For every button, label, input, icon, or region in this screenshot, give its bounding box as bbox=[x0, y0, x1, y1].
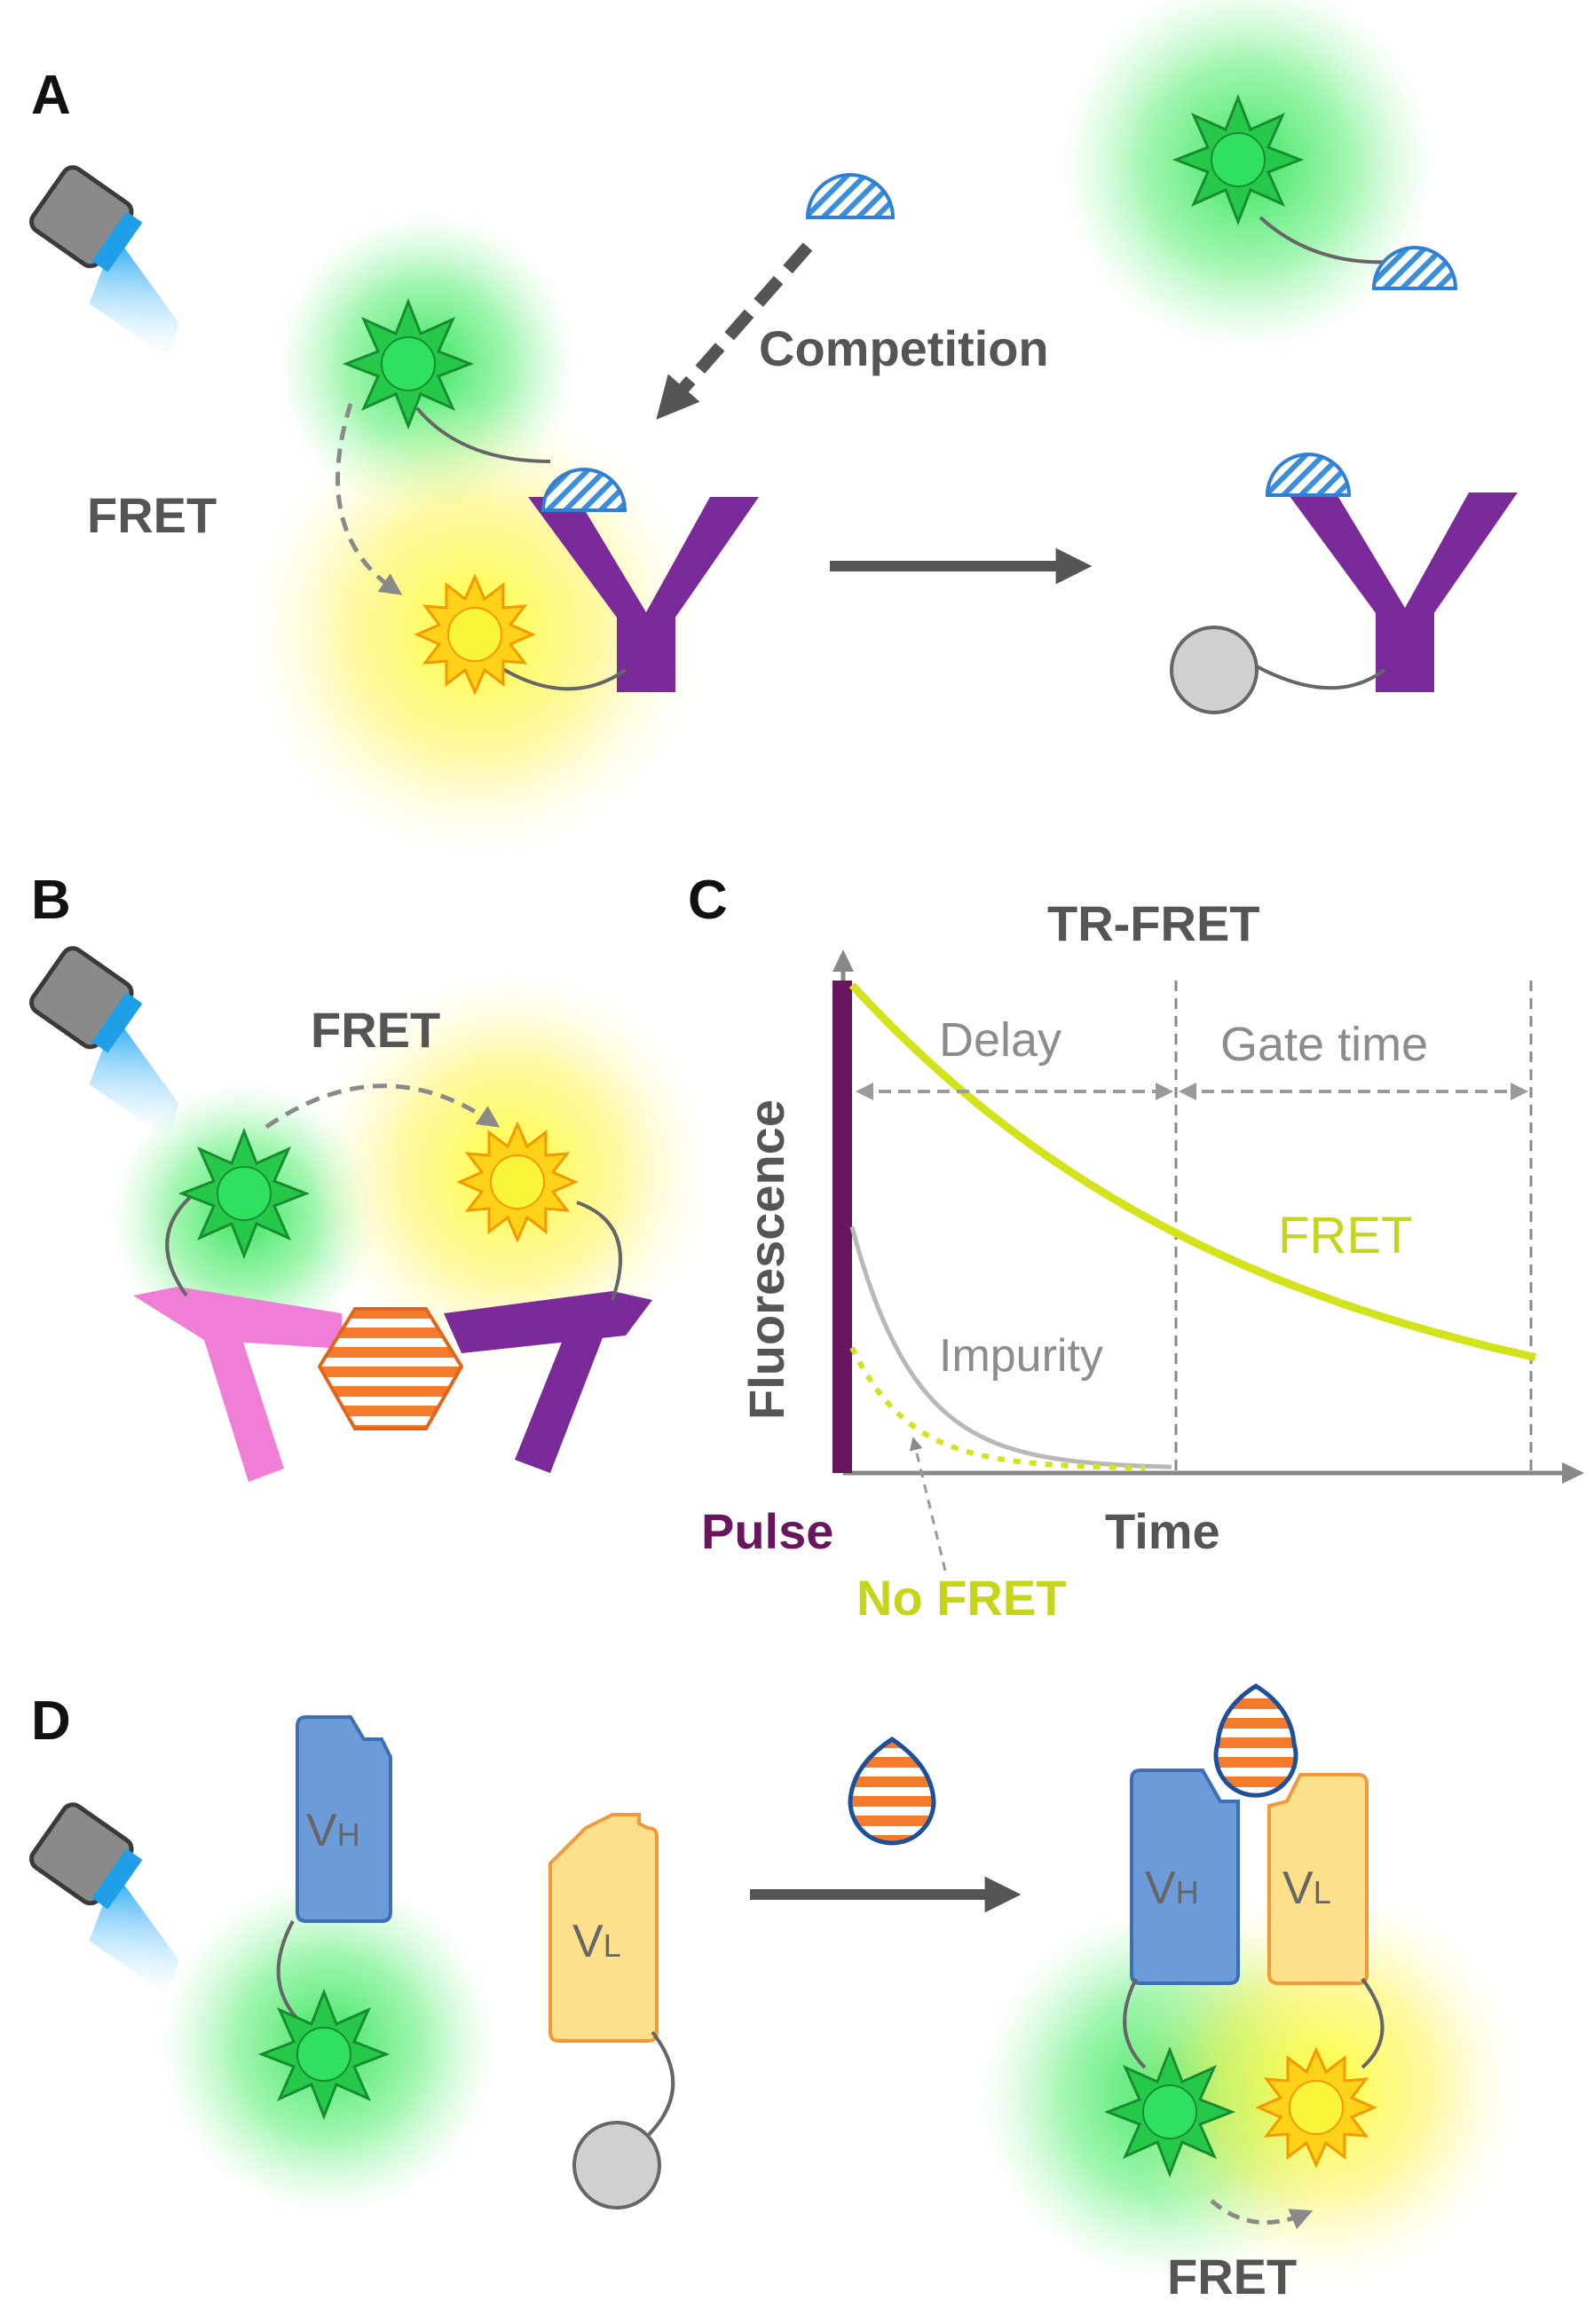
antibody-icon bbox=[1287, 492, 1518, 692]
acceptor-fluorophore-icon bbox=[414, 573, 536, 696]
acceptor-fluorophore-icon bbox=[456, 1121, 579, 1243]
antigen-drop-icon bbox=[1213, 1683, 1298, 1798]
vl-domain: VL bbox=[548, 1813, 659, 2043]
panel-d-letter: D bbox=[31, 1690, 71, 1752]
lamp-icon bbox=[29, 1802, 179, 1997]
linker bbox=[495, 664, 627, 691]
y-axis-arrowhead bbox=[833, 949, 854, 972]
y-axis-label: Fluorescence bbox=[738, 1099, 794, 1420]
acceptor-fluorophore-icon bbox=[1255, 2046, 1377, 2169]
linker bbox=[1123, 1978, 1147, 2069]
vh-label: VH bbox=[306, 1805, 360, 1856]
gate-time-label: Gate time bbox=[1220, 1018, 1428, 1071]
fret-label-d: FRET bbox=[1167, 2249, 1297, 2304]
panel-a-letter: A bbox=[31, 65, 71, 126]
donor-fluorophore-icon bbox=[257, 1988, 391, 2121]
competition-arrow bbox=[656, 242, 813, 420]
vl-label: VL bbox=[1282, 1863, 1331, 1914]
linker bbox=[1245, 659, 1386, 690]
lamp-icon bbox=[29, 946, 179, 1141]
fret-arrow bbox=[1210, 2199, 1314, 2230]
vl-domain: VL bbox=[1267, 1773, 1369, 1985]
impurity-label: Impurity bbox=[939, 1330, 1103, 1382]
donor-fluorophore-icon bbox=[342, 297, 475, 430]
linker bbox=[165, 1187, 201, 1297]
antigen-icon bbox=[317, 1307, 464, 1430]
dark-acceptor-icon bbox=[1170, 626, 1259, 714]
linker bbox=[1361, 1977, 1385, 2069]
impurity-curve bbox=[849, 1225, 1172, 1469]
antigen-drop-icon bbox=[848, 1736, 936, 1846]
linker bbox=[576, 1201, 622, 1301]
ligand-icon bbox=[1265, 453, 1352, 497]
ligand-icon bbox=[1371, 246, 1458, 290]
linker bbox=[1259, 216, 1394, 264]
linker bbox=[415, 406, 551, 463]
no-fret-curve bbox=[849, 1346, 1146, 1471]
ligand-icon bbox=[541, 468, 627, 512]
donor-fluorophore-icon bbox=[178, 1127, 311, 1260]
vh-domain: VH bbox=[296, 1715, 392, 1923]
vl-label: VL bbox=[572, 1916, 621, 1967]
fret-label-b: FRET bbox=[311, 1002, 440, 1058]
lamp-icon bbox=[29, 165, 179, 360]
acceptor-antibody-icon bbox=[444, 1291, 652, 1473]
dark-acceptor-icon bbox=[572, 2121, 661, 2210]
donor-fluorophore-icon bbox=[1103, 2045, 1236, 2178]
pulse-label: Pulse bbox=[701, 1503, 833, 1559]
fret-label-a: FRET bbox=[87, 487, 217, 543]
no-fret-label: No FRET bbox=[856, 1570, 1066, 1626]
ligand-icon bbox=[805, 173, 896, 219]
vh-domain: VH bbox=[1130, 1769, 1240, 1985]
fret-arrow bbox=[264, 1083, 501, 1130]
donor-fluorophore-icon bbox=[1172, 93, 1305, 226]
donor-antibody-icon bbox=[133, 1287, 342, 1482]
tr-fret-chart: Delay Gate time FRET Impurity Fluorescen… bbox=[701, 949, 1584, 1626]
competition-label: Competition bbox=[759, 320, 1049, 376]
fret-arrow bbox=[335, 403, 403, 595]
vh-label: VH bbox=[1145, 1863, 1199, 1914]
linker bbox=[276, 1920, 299, 2021]
panel-c-letter: C bbox=[688, 870, 728, 931]
x-axis-label: Time bbox=[1105, 1503, 1220, 1559]
delay-label: Delay bbox=[939, 1013, 1061, 1067]
panel-b-letter: B bbox=[31, 870, 71, 931]
x-axis-arrowhead bbox=[1562, 1462, 1584, 1484]
pulse-bar bbox=[833, 981, 852, 1473]
fret-curve-label: FRET bbox=[1278, 1207, 1412, 1264]
chart-title: TR-FRET bbox=[1047, 895, 1260, 951]
antibody-icon bbox=[528, 497, 759, 692]
no-fret-pointer bbox=[909, 1437, 947, 1572]
